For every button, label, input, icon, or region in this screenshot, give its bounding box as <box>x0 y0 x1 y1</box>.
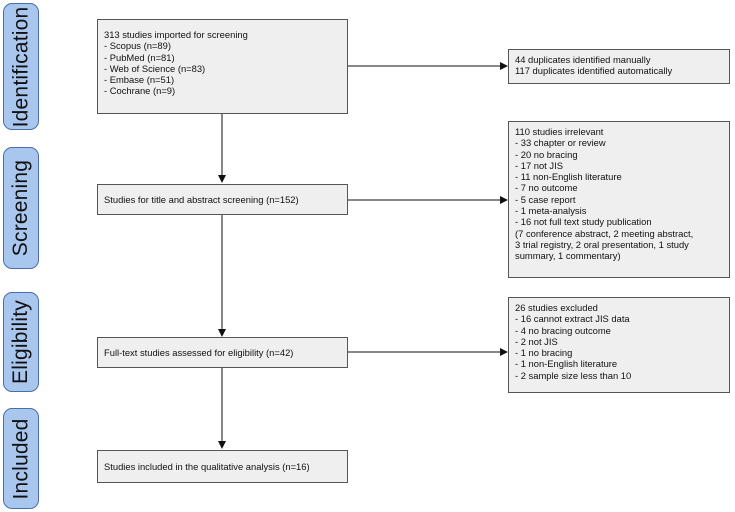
excluded-line: - 2 sample size less than 10 <box>515 369 632 381</box>
excluded-line: - 4 no bracing outcome <box>515 324 611 336</box>
irrelevant-line: - 1 meta-analysis <box>515 205 587 217</box>
screening-label: Studies for title and abstract screening… <box>104 193 299 205</box>
fulltext-label: Full-text studies assessed for eligibili… <box>104 346 294 358</box>
included-box: Studies included in the qualitative anal… <box>97 450 348 483</box>
irrelevant-line: 110 studies irrelevant <box>515 126 604 137</box>
irrelevant-box: 110 studies irrelevant - 33 chapter or r… <box>508 121 730 278</box>
irrelevant-line: (7 conference abstract, 2 meeting abstra… <box>515 227 694 239</box>
irrelevant-line: summary, 1 commentary) <box>515 250 621 262</box>
imported-line: - Web of Science (n=83) <box>104 62 206 74</box>
irrelevant-line: - 5 case report <box>515 193 576 205</box>
irrelevant-line: - 33 chapter or review <box>515 137 606 149</box>
imported-line: - Scopus (n=89) <box>104 40 171 52</box>
imported-box: 313 studies imported for screening - Sco… <box>97 19 348 114</box>
excluded-line: - 16 cannot extract JIS data <box>515 313 630 325</box>
phase-included: Included <box>3 408 39 509</box>
excluded-line: 26 studies excluded <box>515 302 598 313</box>
screening-box: Studies for title and abstract screening… <box>97 184 348 215</box>
irrelevant-line: - 7 no outcome <box>515 182 578 194</box>
imported-line: 313 studies imported for screening <box>104 29 248 40</box>
irrelevant-line: - 20 no bracing <box>515 148 578 160</box>
excluded-line: - 2 not JIS <box>515 335 558 347</box>
phase-screening: Screening <box>3 147 39 269</box>
imported-line: - Cochrane (n=9) <box>104 85 176 97</box>
excluded-line: - 1 non-English literature <box>515 358 618 370</box>
duplicates-line: 117 duplicates identified automatically <box>515 65 673 77</box>
irrelevant-line: - 16 not full text study publication <box>515 216 652 228</box>
phase-identification: Identification <box>3 3 39 130</box>
irrelevant-line: - 11 non-English literature <box>515 171 622 183</box>
imported-line: - Embase (n=51) <box>104 74 175 86</box>
included-label: Studies included in the qualitative anal… <box>104 460 310 472</box>
irrelevant-line: 3 trial registry, 2 oral presentation, 1… <box>515 238 689 250</box>
imported-line: - PubMed (n=81) <box>104 51 175 63</box>
fulltext-box: Full-text studies assessed for eligibili… <box>97 337 348 368</box>
excluded-line: - 1 no bracing <box>515 347 573 359</box>
duplicates-line: 44 duplicates identified manually <box>515 54 651 65</box>
duplicates-box: 44 duplicates identified manually 117 du… <box>508 49 730 84</box>
excluded-box: 26 studies excluded - 16 cannot extract … <box>508 297 730 393</box>
phase-eligibility: Eligibility <box>3 292 39 392</box>
irrelevant-line: - 17 not JIS <box>515 159 563 171</box>
